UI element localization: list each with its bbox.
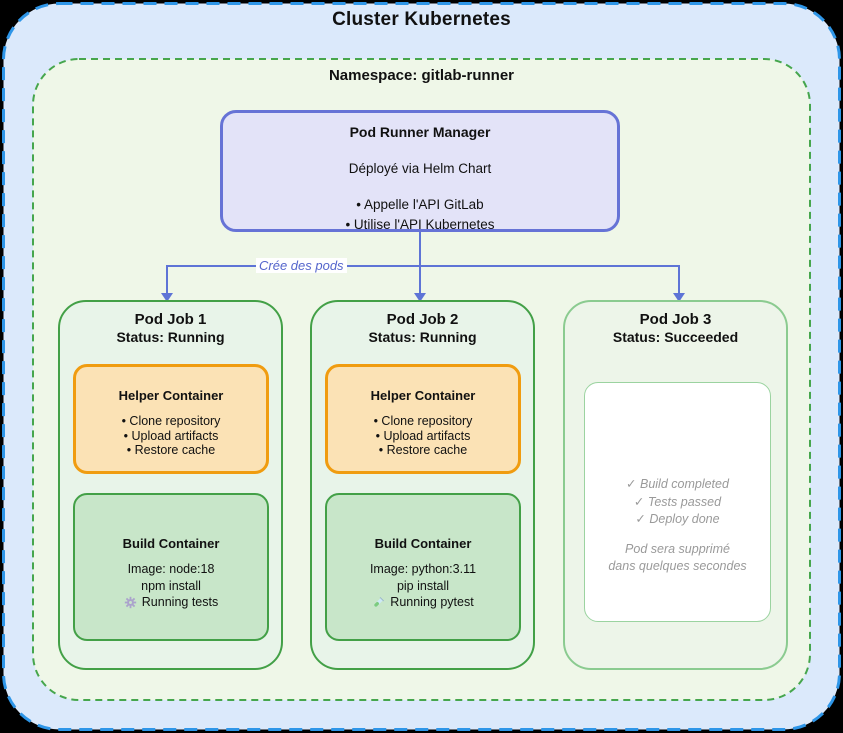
pod-runner-manager-box: Pod Runner Manager Déployé via Helm Char… [220, 110, 620, 232]
arrow-trunk-line [419, 232, 421, 267]
build-image-line: Image: node:18 [127, 562, 215, 576]
manager-bullet-2: • Utilise l'API Kubernetes [345, 217, 495, 233]
build-image-line: Image: python:3.11 [369, 562, 477, 576]
helper-container-box: Helper Container • Clone repository • Up… [325, 364, 521, 474]
build-lines: Image: python:3.11 pip install Running p… [327, 561, 519, 611]
arrow-middle-drop-line [419, 266, 421, 294]
build-lines: Image: node:18 npm install Running tests [75, 561, 267, 611]
completed-info-box: ✓ Build completed ✓ Tests passed ✓ Deplo… [584, 382, 771, 622]
arrow-label: Crée des pods [256, 258, 347, 273]
manager-bullets: • Appelle l'API GitLab • Utilise l'API K… [223, 195, 617, 236]
manager-bullet-1: • Appelle l'API GitLab [356, 197, 484, 212]
arrowhead-pod1-icon [161, 293, 173, 302]
build-install-line: pip install [396, 578, 450, 593]
arrowhead-pod3-icon [673, 293, 685, 302]
manager-subtitle: Déployé via Helm Chart [348, 161, 492, 176]
pod-status: Status: Running [368, 329, 477, 345]
pod-title: Pod Job 1 [134, 311, 207, 328]
spinner-gear-icon [124, 596, 136, 608]
build-container-box: Build Container Image: node:18 npm insta… [73, 493, 269, 641]
pod-job-2-box: Pod Job 2 Status: Running Helper Contain… [310, 300, 535, 670]
pod-job-3-box: Pod Job 3 Status: Succeeded ✓ Build comp… [563, 300, 788, 670]
deletion-note: Pod sera supprimé dans quelques secondes [585, 541, 770, 576]
pod-status: Status: Running [116, 329, 225, 345]
check-line: ✓ Build completed [626, 477, 729, 492]
pod-status: Status: Succeeded [612, 329, 739, 345]
build-status-line: Running pytest [327, 594, 519, 611]
arrow-left-drop-line [166, 266, 168, 294]
cluster-title: Cluster Kubernetes [332, 9, 511, 30]
pod-title: Pod Job 2 [386, 311, 459, 328]
build-status-line: Running tests [75, 594, 267, 611]
arrowhead-pod2-icon [414, 293, 426, 302]
build-container-box: Build Container Image: python:3.11 pip i… [325, 493, 521, 641]
namespace-title: Namespace: gitlab-runner [328, 67, 515, 84]
arrow-right-drop-line [678, 266, 680, 294]
completed-checks: ✓ Build completed ✓ Tests passed ✓ Deplo… [585, 476, 770, 528]
check-line: ✓ Tests passed [633, 494, 722, 509]
helper-title: Helper Container [118, 388, 224, 403]
helper-container-box: Helper Container • Clone repository • Up… [73, 364, 269, 474]
build-title: Build Container [122, 536, 220, 551]
helper-title: Helper Container [370, 388, 476, 403]
pod-title: Pod Job 3 [639, 311, 712, 328]
check-line: ✓ Deploy done [635, 511, 720, 526]
helper-items: • Clone repository • Upload artifacts • … [76, 414, 266, 458]
build-title: Build Container [374, 536, 472, 551]
arrow-horizontal-line [166, 265, 680, 267]
helper-item: • Clone repository [373, 414, 473, 428]
helper-item: • Upload artifacts [123, 428, 219, 443]
helper-item: • Upload artifacts [375, 428, 471, 443]
helper-items: • Clone repository • Upload artifacts • … [328, 414, 518, 458]
helper-item: • Clone repository [121, 414, 221, 428]
pod-job-1-box: Pod Job 1 Status: Running Helper Contain… [58, 300, 283, 670]
test-tube-icon [374, 596, 385, 607]
helper-item: • Restore cache [126, 443, 216, 457]
build-status-text: Running pytest [390, 595, 474, 609]
build-status-text: Running tests [141, 595, 219, 609]
note-line: dans quelques secondes [608, 559, 747, 574]
helper-item: • Restore cache [378, 443, 468, 457]
build-install-line: npm install [141, 578, 201, 593]
note-line: Pod sera supprimé [625, 542, 730, 557]
manager-title: Pod Runner Manager [349, 124, 491, 140]
